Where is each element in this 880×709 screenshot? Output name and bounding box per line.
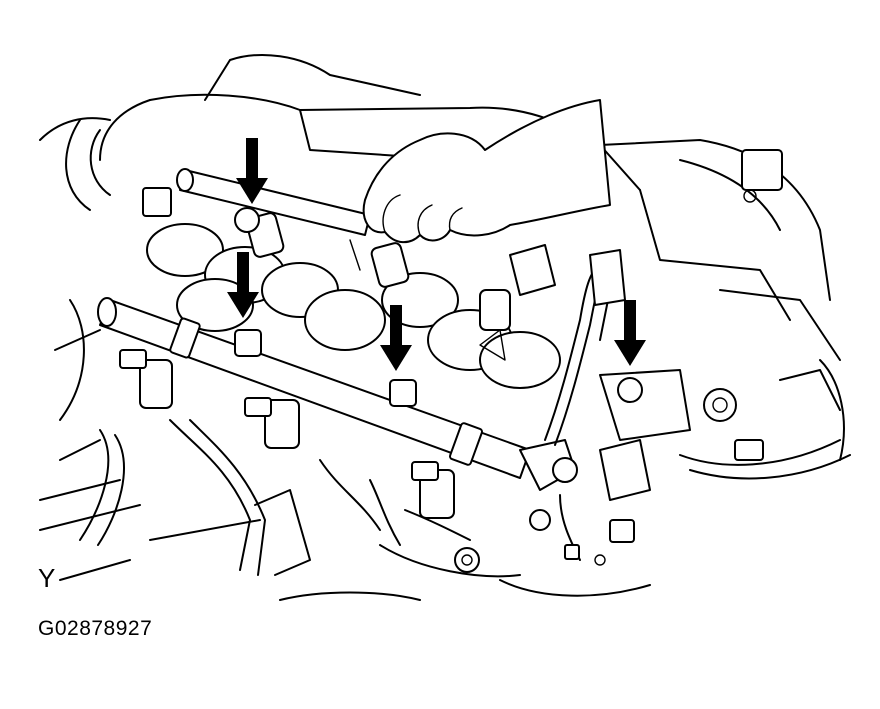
arrow-3 — [380, 305, 412, 371]
left-hoses — [39, 99, 172, 421]
lower-frame — [39, 479, 421, 601]
injectors — [119, 289, 511, 519]
arrow-4 — [614, 300, 646, 366]
rear-fuel-rail — [176, 168, 410, 288]
fuel-pipe — [509, 244, 626, 446]
front-fuel-rail — [97, 297, 578, 491]
figure-code: G02878927 — [38, 617, 153, 640]
arrows — [227, 138, 646, 371]
hand-outline — [362, 99, 611, 244]
right-bracket — [599, 369, 851, 501]
arrow-1 — [236, 138, 268, 204]
view-label: Y — [38, 563, 56, 593]
wire-harness — [59, 419, 651, 597]
arrow-2 — [227, 252, 259, 318]
